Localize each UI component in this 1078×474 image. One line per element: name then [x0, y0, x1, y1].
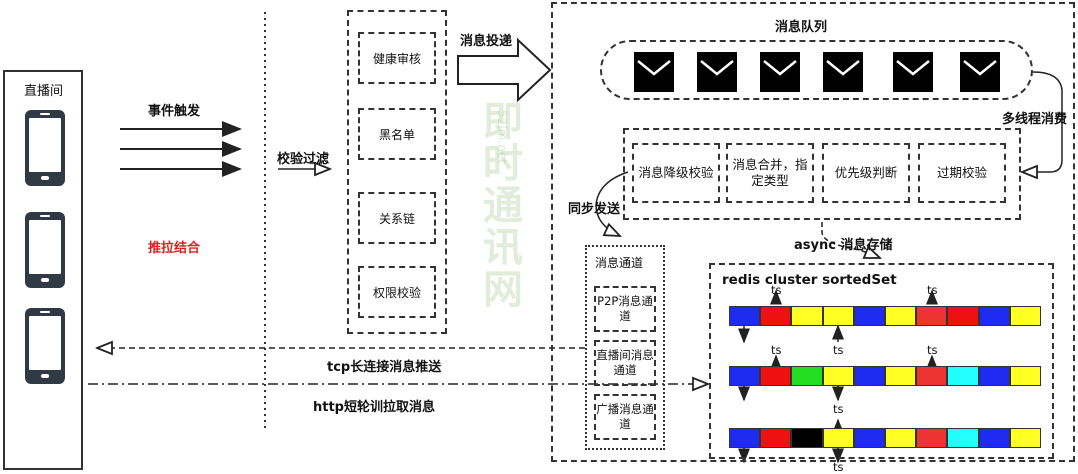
event-trigger-label: 事件触发 [148, 104, 201, 119]
phone-icon [25, 308, 65, 384]
envelope-icon [893, 52, 933, 92]
envelope-icon [823, 52, 863, 92]
redis-title: redis cluster sortedSet [722, 272, 897, 288]
envelope-icon [697, 52, 737, 92]
filter-column [347, 10, 447, 334]
channel-p2p: P2P消息通道 [594, 286, 656, 332]
channel-broadcast: 广播消息通道 [594, 394, 656, 440]
sorted-set-cell [853, 428, 885, 448]
sorted-set-cell [760, 306, 792, 326]
sorted-set-cell [729, 366, 761, 386]
check-filter-label: 校验过滤 [277, 152, 330, 167]
sorted-set-cell [916, 366, 948, 386]
sorted-set-cell [885, 428, 917, 448]
phone-icon [25, 212, 65, 288]
proc-priority: 优先级判断 [822, 143, 910, 203]
sorted-set-cell [853, 306, 885, 326]
sorted-set-cell [978, 306, 1010, 326]
sorted-set-cell [791, 428, 823, 448]
sorted-set-cell [791, 366, 823, 386]
ts-label: ts [927, 283, 938, 297]
filter-health-review: 健康审核 [358, 32, 436, 84]
proc-degrade-check: 消息降级校验 [632, 143, 720, 203]
sorted-set-cell [978, 366, 1010, 386]
msg-delivery-label: 消息投递 [460, 34, 513, 49]
ts-label: ts [833, 402, 844, 416]
processing-container [623, 128, 1021, 220]
proc-expire-check: 过期校验 [918, 143, 1006, 203]
sorted-set-cell [791, 306, 823, 326]
sorted-set-cell [947, 306, 979, 326]
sorted-set-cell [885, 306, 917, 326]
phone-icon [25, 110, 65, 186]
msg-queue [600, 40, 1033, 100]
msg-queue-title: 消息队列 [775, 20, 828, 35]
msg-channel-group [585, 245, 665, 450]
sorted-set-cell [1009, 366, 1041, 386]
proc-merge-type: 消息合并，指定类型 [726, 143, 814, 203]
push-pull-label: 推拉结合 [148, 241, 201, 256]
sorted-set-cell [822, 366, 854, 386]
channel-live-room: 直播间消息通道 [594, 340, 656, 386]
sorted-set-cell [729, 306, 761, 326]
server-container [551, 2, 1075, 462]
sorted-set-cell [947, 366, 979, 386]
live-room-panel [3, 70, 83, 470]
sorted-set-cell [760, 428, 792, 448]
http-pull-label: http短轮训拉取消息 [313, 400, 435, 415]
envelope-icon [634, 52, 674, 92]
ts-label: ts [833, 343, 844, 357]
async-store-label: async 消息存储 [794, 238, 893, 253]
envelope-icon [760, 52, 800, 92]
multithread-consume-label: 多线程消费 [1002, 112, 1068, 127]
msg-channel-title: 消息通道 [595, 256, 644, 270]
sorted-set-cell [853, 366, 885, 386]
watermark: 即时通讯网 [476, 100, 522, 310]
sorted-set-cell [978, 428, 1010, 448]
sorted-set-cell [729, 428, 761, 448]
filter-relation-chain: 关系链 [358, 192, 436, 244]
sorted-set-cell [760, 366, 792, 386]
sorted-set-cell [885, 366, 917, 386]
ts-label: ts [771, 283, 782, 297]
sorted-set-cell [947, 428, 979, 448]
sorted-set-cell [822, 306, 854, 326]
filter-permission-check: 权限校验 [358, 266, 436, 318]
sorted-set-cell [916, 428, 948, 448]
watermark-sub: 52im.net [495, 110, 509, 164]
ts-label: ts [771, 343, 782, 357]
ts-label: ts [833, 460, 844, 474]
envelope-icon [960, 52, 1000, 92]
sync-send-label: 同步发送 [568, 202, 621, 217]
sorted-set-cell [1009, 306, 1041, 326]
sorted-set-cell [916, 306, 948, 326]
tcp-push-label: tcp长连接消息推送 [327, 360, 442, 375]
live-room-title: 直播间 [24, 84, 64, 99]
sorted-set-cell [1009, 428, 1041, 448]
redis-cluster [709, 263, 1054, 459]
ts-label: ts [927, 343, 938, 357]
sorted-set-cell [822, 428, 854, 448]
filter-blacklist: 黑名单 [358, 108, 436, 160]
